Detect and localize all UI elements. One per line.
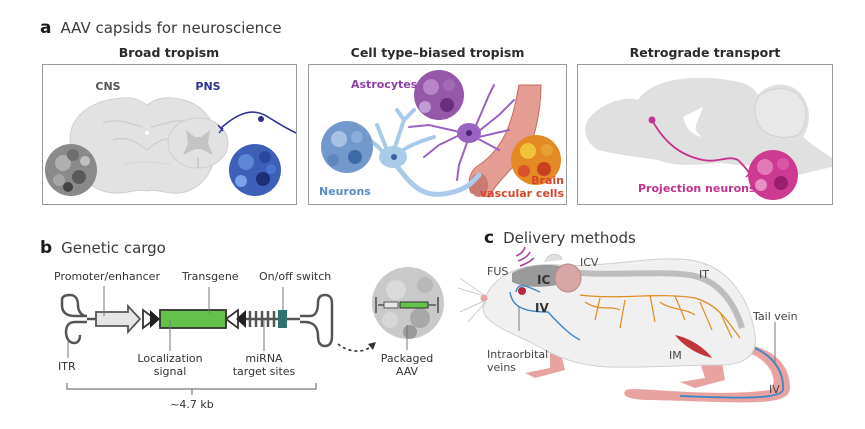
section-b-title-text: Genetic cargo	[61, 239, 166, 257]
label-transgene: Transgene	[182, 270, 239, 283]
itr-right	[300, 293, 334, 348]
section-c-title-text: Delivery methods	[503, 229, 636, 247]
label-cns: CNS	[95, 80, 121, 93]
mouse-illustration	[457, 246, 790, 403]
projection-axon	[651, 119, 751, 176]
label-aav: AAV	[395, 365, 419, 378]
label-iv-head: IV	[535, 301, 549, 315]
pns-neuron-soma	[258, 116, 264, 122]
muscle	[675, 335, 712, 358]
promoter-arrow	[95, 303, 142, 335]
label-signal: signal	[153, 365, 187, 378]
label-icv: ICV	[580, 256, 599, 269]
spinal-cord-section	[167, 117, 229, 169]
label-brain: Brain	[531, 174, 564, 187]
genetic-cargo-svg	[60, 267, 444, 395]
fus-waves-icon	[515, 246, 535, 267]
label-tail-vein: Tail vein	[753, 310, 798, 323]
label-itr: ITR	[58, 360, 76, 373]
label-size: ~4.7 kb	[170, 398, 214, 411]
label-intraorbital: Intraorbital	[487, 348, 549, 361]
packaged-aav-capsid	[372, 267, 444, 339]
mouse-front-feet	[525, 350, 565, 378]
retrograde-illustration	[585, 77, 832, 200]
label-ic: IC	[537, 273, 551, 287]
reverse-signal-filled	[236, 310, 246, 328]
pns-nerve-fiber	[220, 111, 296, 134]
capsid-vascular	[511, 135, 561, 185]
capsid-astrocytes	[414, 70, 464, 120]
section-b-letter: b	[40, 238, 53, 258]
label-fus: FUS	[487, 265, 509, 278]
genetic-cargo-diagram: Promoter/enhancer Transgene On/off switc…	[0, 240, 460, 429]
section-a-title-text: AAV capsids for neuroscience	[60, 19, 282, 37]
panel-cell-type-heading: Cell type–biased tropism	[350, 45, 525, 60]
panel-broad-tropism: CNS PNS	[42, 64, 297, 205]
panel-retrograde-heading: Retrograde transport	[629, 45, 781, 60]
peripheral-nerves	[579, 294, 741, 339]
size-bracket	[66, 383, 317, 395]
section-a-title: a AAV capsids for neuroscience	[40, 18, 282, 38]
cell-type-illustration	[321, 70, 561, 198]
section-b-title: b Genetic cargo	[40, 238, 166, 258]
panel-broad-tropism-heading: Broad tropism	[118, 45, 220, 60]
section-c-title: c Delivery methods	[484, 228, 636, 248]
label-iv-tail: IV	[769, 383, 780, 396]
delivery-methods-diagram: FUS ICV IC IT IV Intraorbital veins IM T…	[450, 240, 865, 429]
broad-tropism-illustration	[45, 97, 296, 196]
astrocyte-cell	[408, 84, 515, 181]
itr-left	[60, 293, 87, 345]
panel-retrograde-transport: Projection neurons	[577, 64, 833, 205]
label-pns: PNS	[195, 80, 221, 93]
mouse-tail	[624, 345, 790, 403]
section-c-letter: c	[484, 228, 495, 248]
spinal-cord	[554, 267, 745, 329]
label-target-sites: target sites	[232, 365, 296, 378]
mouse-eye	[518, 287, 526, 295]
label-packaged: Packaged	[380, 352, 434, 365]
label-on-off-switch: On/off switch	[259, 270, 332, 283]
projection-neuron-soma	[648, 116, 656, 124]
capsid-blue-pns	[229, 144, 281, 196]
mouse-ear	[554, 263, 582, 293]
label-vascular-cells: vascular cells	[479, 187, 564, 200]
leader-lines	[67, 286, 284, 358]
label-astrocytes: Astrocytes	[351, 78, 418, 91]
neuron-cell	[362, 108, 482, 197]
packaging-arrow	[337, 343, 373, 352]
mouse-hind-feet	[680, 362, 725, 388]
section-a-letter: a	[40, 18, 52, 38]
label-localization: Localization	[137, 352, 203, 365]
whiskers	[457, 277, 487, 323]
label-promoter: Promoter/enhancer	[54, 270, 160, 283]
label-mirna: miRNA	[245, 352, 283, 365]
label-projection-neurons: Projection neurons	[638, 182, 756, 195]
label-veins: veins	[487, 361, 517, 374]
localization-signal-open	[142, 308, 157, 330]
capsid-neurons	[321, 121, 373, 173]
capsid-projection	[748, 150, 798, 200]
panel-cell-type-biased-tropism: Astrocytes Neurons Brain vascular cells	[308, 64, 567, 205]
intraorbital-vein	[509, 284, 581, 341]
on-off-switch-block	[278, 310, 287, 328]
label-im: IM	[669, 349, 682, 362]
localization-signal-filled	[150, 310, 160, 328]
tail-vein	[679, 347, 784, 399]
label-it: IT	[699, 268, 709, 281]
capsid-grey-cns	[45, 144, 97, 196]
mirna-target-sites	[248, 311, 276, 327]
label-neurons: Neurons	[319, 185, 371, 198]
